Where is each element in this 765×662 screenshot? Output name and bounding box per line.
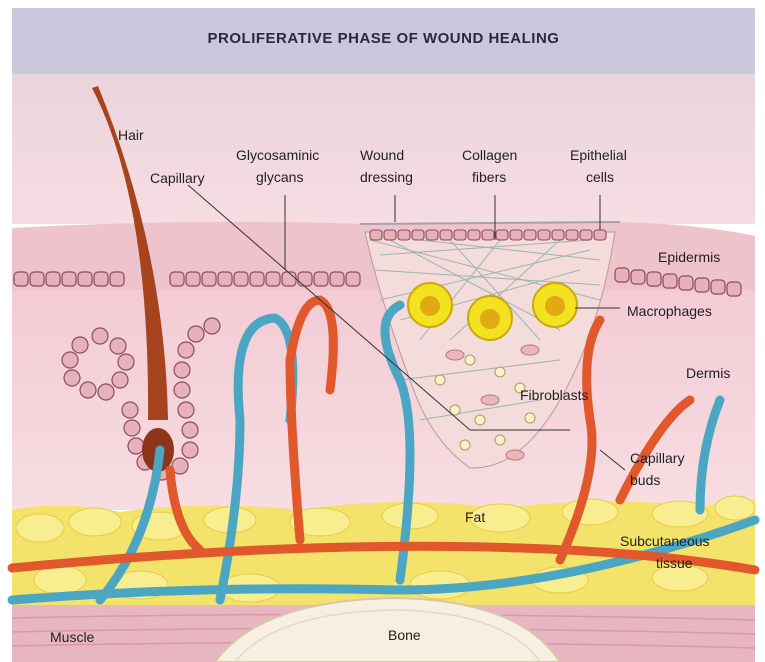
label-epithelial-1: Epithelial	[570, 147, 627, 163]
label-hair: Hair	[118, 127, 144, 143]
label-dressing-1: Wound	[360, 147, 404, 163]
label-macrophages: Macrophages	[627, 303, 712, 319]
label-bone: Bone	[388, 627, 421, 643]
label-subcutaneous-2: tissue	[656, 555, 693, 571]
label-dermis: Dermis	[686, 365, 730, 381]
label-capillary-buds-2: buds	[630, 472, 660, 488]
label-glyco-2: glycans	[256, 169, 303, 185]
label-epithelial-2: cells	[586, 169, 614, 185]
label-glyco-1: Glycosaminic	[236, 147, 319, 163]
label-subcutaneous-1: Subcutaneous	[620, 533, 710, 549]
label-muscle: Muscle	[50, 629, 95, 645]
label-collagen-1: Collagen	[462, 147, 517, 163]
label-dressing-2: dressing	[360, 169, 413, 185]
label-epidermis: Epidermis	[658, 249, 720, 265]
label-fibroblasts: Fibroblasts	[520, 387, 588, 403]
label-capillary: Capillary	[150, 170, 204, 186]
label-fat: Fat	[465, 509, 485, 525]
label-capillary-buds-1: Capillary	[630, 450, 684, 466]
label-collagen-2: fibers	[472, 169, 506, 185]
